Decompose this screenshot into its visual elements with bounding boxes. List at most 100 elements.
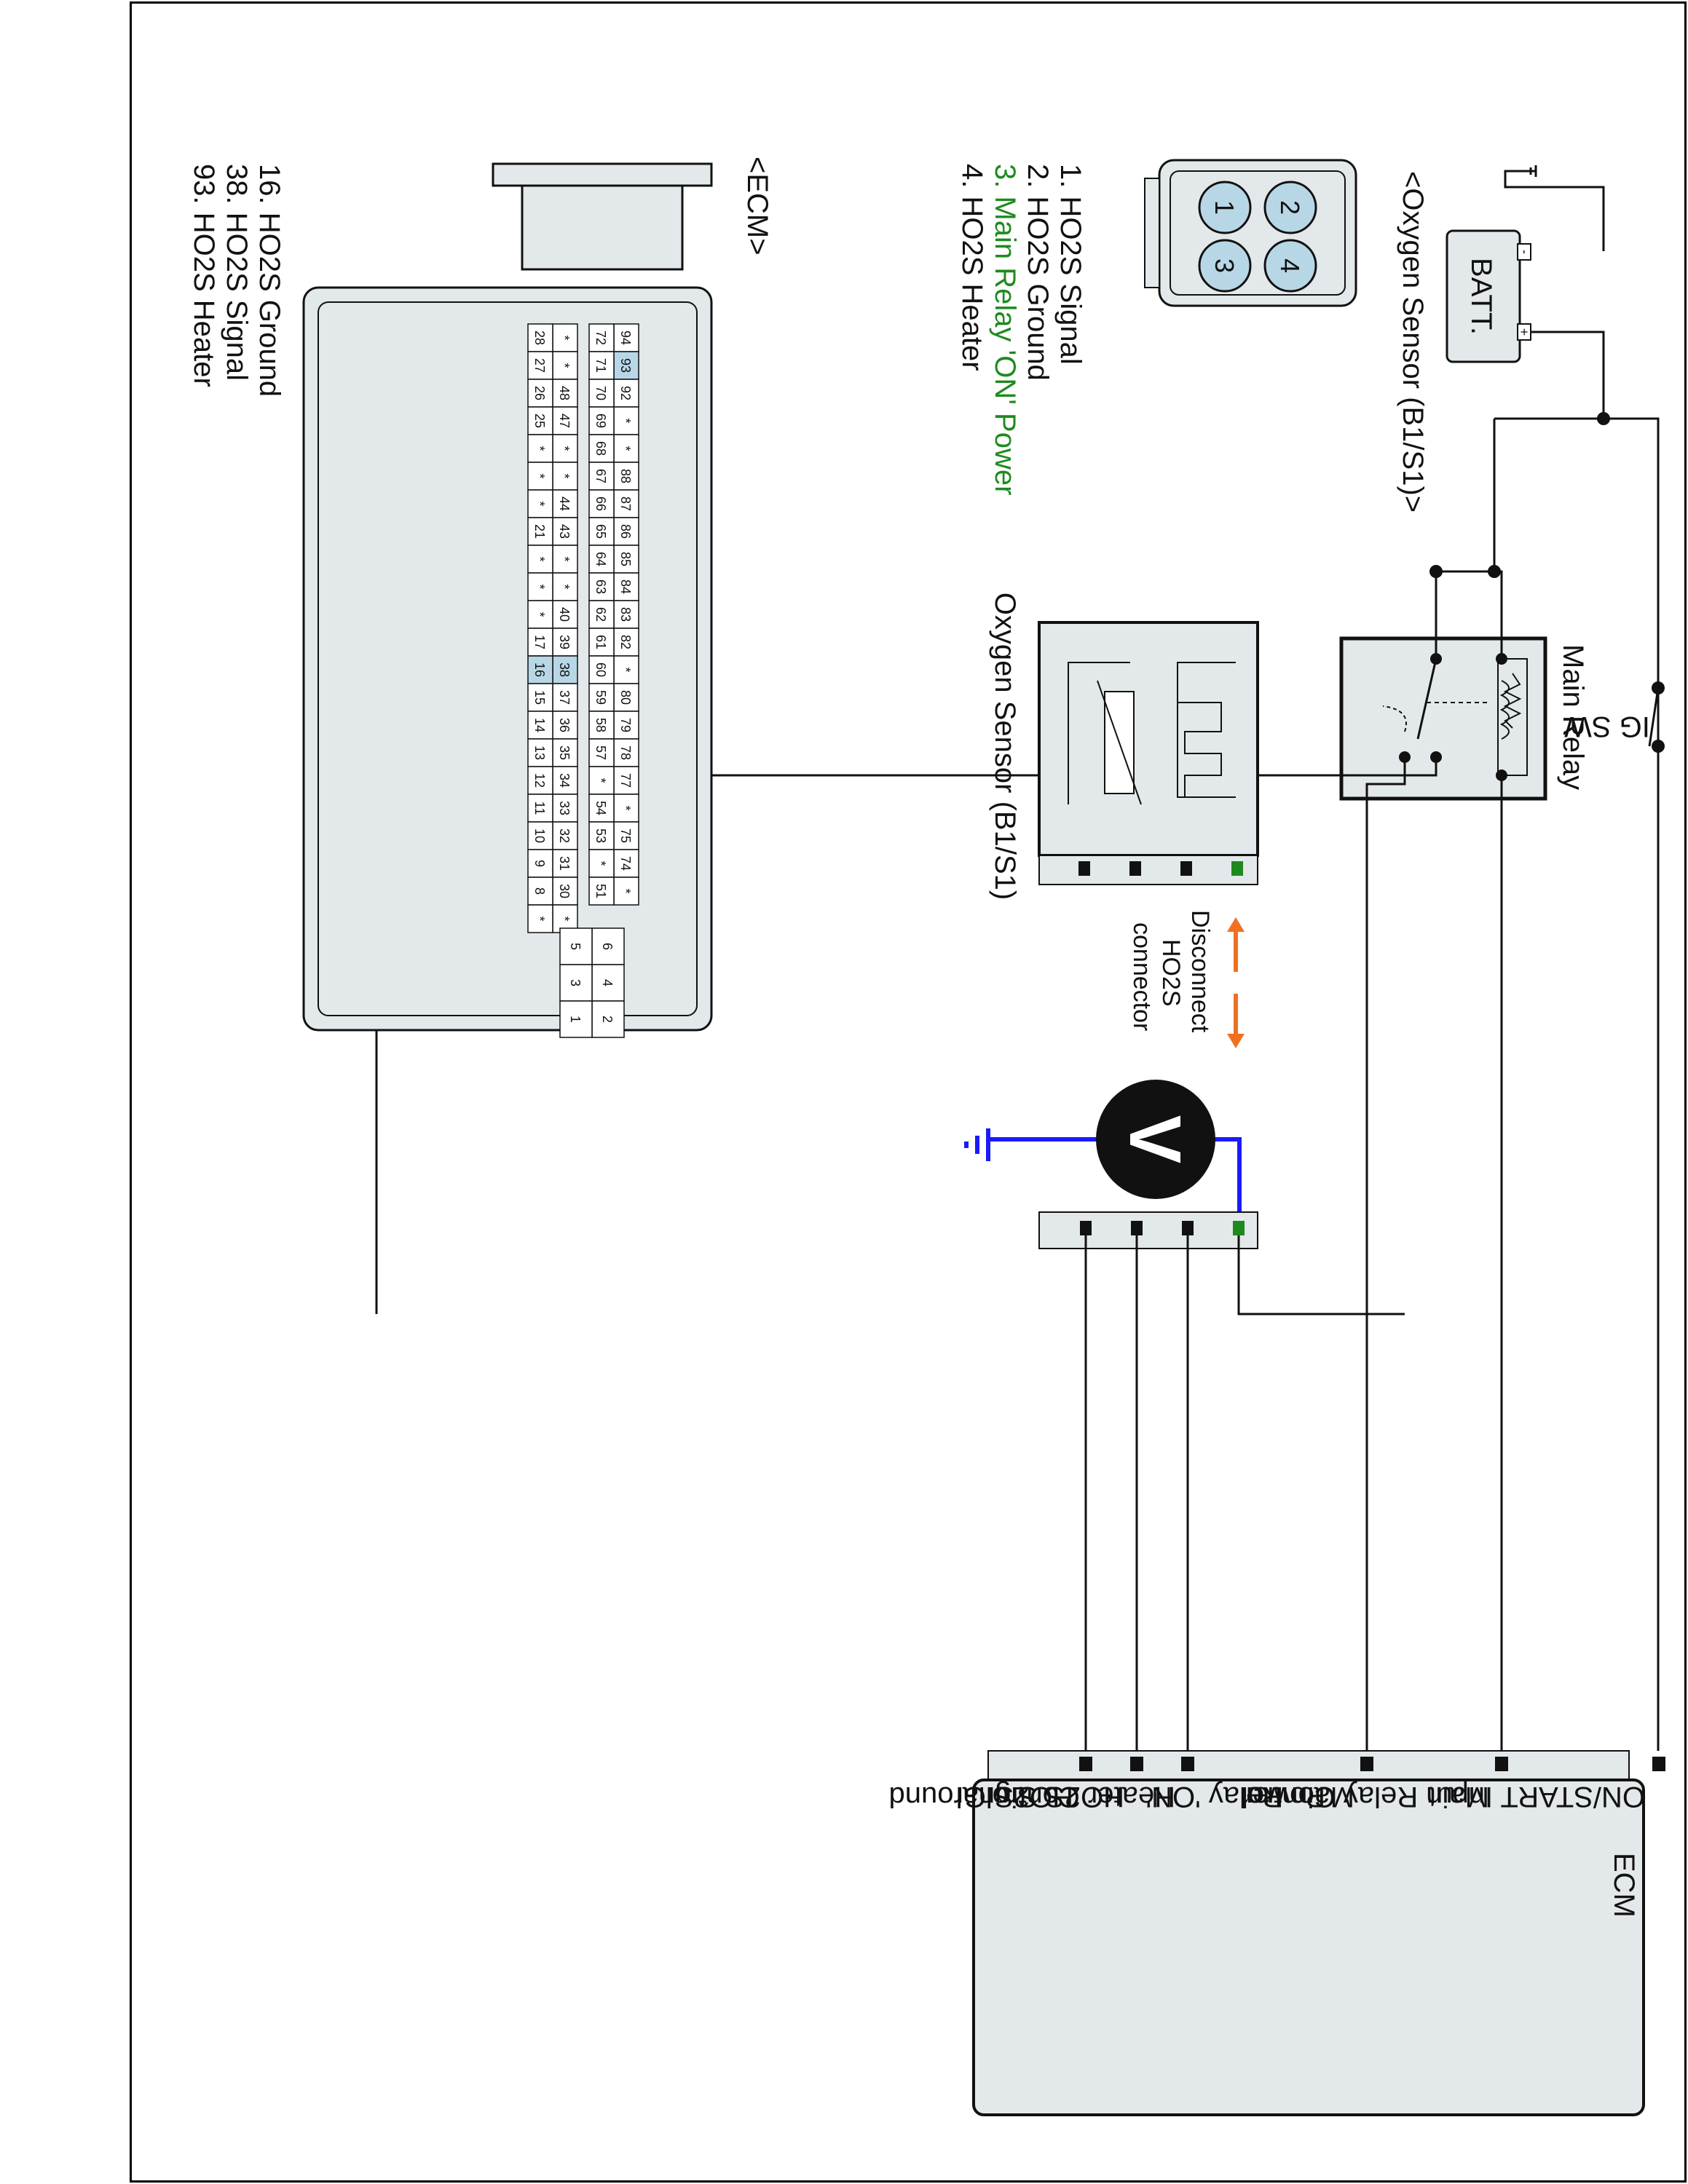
ecm-pin-number: 65 (593, 524, 608, 539)
ecm-pin-label: Main Relay 'ON' (1146, 1781, 1354, 1813)
ecm-pin-number: * (532, 612, 547, 617)
ecm-pin-label: Main Relay Control (1242, 1781, 1489, 1813)
ecm-pin-grid: 949392**88878685848382*80797877*7574*727… (527, 323, 639, 933)
o2-legend-item: 4. HO2S Heater (956, 164, 988, 371)
ecm-pin-cell (588, 877, 615, 906)
ecm-pin-number: 61 (593, 635, 608, 649)
ecm-pin-number: * (557, 363, 572, 368)
ecm-pin-number: 66 (593, 496, 608, 511)
ecm-pin-number: 53 (593, 828, 608, 843)
ecm-pin-number: 85 (618, 552, 633, 566)
ecm-pin-number: 70 (593, 386, 608, 400)
disconnect-line2: HO2S (1157, 939, 1185, 1007)
coil-icon (1499, 680, 1510, 740)
ecm-pin-number: 9 (532, 860, 547, 867)
ecm-pin-number: * (557, 335, 572, 340)
ecm-pin-number: * (532, 916, 547, 921)
battery-body (1446, 229, 1521, 363)
ecm-pin-number: 88 (618, 469, 633, 483)
ecm-pin-number: 62 (593, 607, 608, 622)
ecm-pin-number: 57 (593, 745, 608, 760)
ig-switch: IG SW (1564, 419, 1665, 753)
ecm-pin-number: 47 (557, 414, 572, 428)
ecm-legend-item: 38. HO2S Signal (221, 164, 253, 381)
ecm-pin-number: * (618, 446, 633, 451)
sensor-pin-power (1231, 861, 1243, 876)
arrow-left-icon (1227, 917, 1245, 932)
o2-legend: 1. HO2S Signal 2. HO2S Ground 3. Main Re… (956, 164, 1086, 495)
ecm-pin-number: 21 (532, 524, 547, 539)
ecm-pin-number: 37 (557, 690, 572, 705)
ecm-pin-number: 10 (532, 828, 547, 843)
ecm-pin-number: 80 (618, 690, 633, 705)
ecm-pin-labels: ON/START Input Main Relay Control Main R… (889, 1781, 1645, 1813)
main-relay: Main Relay (1339, 636, 1589, 801)
ecm-pin-number: 51 (593, 884, 608, 898)
ecm-pin-number: * (557, 556, 572, 561)
ecm-title: ECM (1608, 1853, 1640, 1918)
ecm-pin-number: * (532, 556, 547, 561)
ecm-block-pin-number: 3 (568, 979, 583, 986)
ecm-pin-number: 75 (618, 828, 633, 843)
ecm-pin-label: Power (1243, 1781, 1325, 1813)
ecm-pin-number: 13 (532, 745, 547, 760)
ecm-pin-number: 32 (557, 828, 572, 843)
ecm-pin-number: 33 (557, 801, 572, 815)
ecm-pin-label: HO2S Ground (889, 1781, 1073, 1813)
wiring-diagram: - + BATT. IG SW Main Relay (188, 157, 1665, 2116)
ecm-pin-number: 78 (618, 745, 633, 760)
ecm-pin-number: * (532, 473, 547, 478)
battery-plus-label: + (1517, 328, 1531, 336)
rotated-diagram: - + BATT. IG SW Main Relay (132, 4, 1687, 2183)
o2-legend-item-highlight: 3. Main Relay 'ON' Power (989, 164, 1021, 495)
o2-connector-title: <Oxygen Sensor (B1/S1)> (1397, 171, 1429, 513)
ecm-pin-number: 82 (618, 635, 633, 649)
ecm-pin-number: * (618, 805, 633, 810)
ecm-pin-number: 87 (618, 496, 633, 511)
o2-pin: 1 (1210, 200, 1239, 215)
ecm-pin-number: 15 (532, 690, 547, 705)
ecm-pin-number: 83 (618, 607, 633, 622)
o2-pin: 3 (1210, 258, 1239, 273)
ecm-pin-number: 72 (593, 331, 608, 345)
battery-label: BATT. (1465, 258, 1497, 335)
ecm-pin-number: 30 (557, 884, 572, 898)
ecm-pin-number: * (532, 501, 547, 506)
ecm-pin-number: * (532, 584, 547, 589)
ecm-pin-number: 14 (532, 718, 547, 732)
ecm-legend: 16. HO2S Ground 38. HO2S Signal 93. HO2S… (188, 164, 285, 397)
ecm-wiring (1084, 1235, 1405, 1751)
ecm-block-cell (559, 1000, 593, 1038)
battery: - + BATT. (1446, 165, 1614, 420)
ecm-block-pin-number: 2 (600, 1016, 615, 1023)
ecm-pin-number: * (557, 584, 572, 589)
ecm-pin-number: 40 (557, 607, 572, 622)
ecm-pin-number: * (557, 473, 572, 478)
ecm-legend-item: 16. HO2S Ground (253, 164, 285, 397)
ecm-pin-number: * (593, 860, 608, 866)
ecm-pin-number: 68 (593, 441, 608, 456)
ecm-pin-number: * (593, 778, 608, 783)
ecm-pin-number: 27 (532, 358, 547, 373)
ecm-pin-number: 43 (557, 524, 572, 539)
ecm-pin-number: 84 (618, 579, 633, 594)
ecm-block-pin-number: 6 (600, 943, 615, 950)
ecm-pin-number: 39 (557, 635, 572, 649)
ecm-pin-number: 17 (532, 635, 547, 649)
ecm-pin-number: 28 (532, 331, 547, 345)
disconnect-indicator: Disconnect HO2S connector (1128, 910, 1245, 1048)
ecm-pin-number: 11 (532, 802, 547, 815)
ecm-pin-number: 77 (618, 773, 633, 788)
ecm-pin-number: 8 (532, 887, 547, 895)
ecm-pin-number: * (557, 916, 572, 921)
ecm-pin-number: 71 (593, 358, 608, 373)
ecm-pin-number: 59 (593, 690, 608, 705)
ecm-pin-label: HO2S Signal (956, 1781, 1124, 1813)
voltmeter-symbol: V (1114, 1115, 1196, 1164)
ecm-pin-number: * (557, 446, 572, 451)
ecm-pin-label: ON/START Input (1428, 1781, 1645, 1813)
ecm-pin-number: 74 (618, 856, 633, 871)
ecm-pin-number: 31 (557, 856, 572, 871)
battery-minus-label: - (1518, 250, 1532, 254)
